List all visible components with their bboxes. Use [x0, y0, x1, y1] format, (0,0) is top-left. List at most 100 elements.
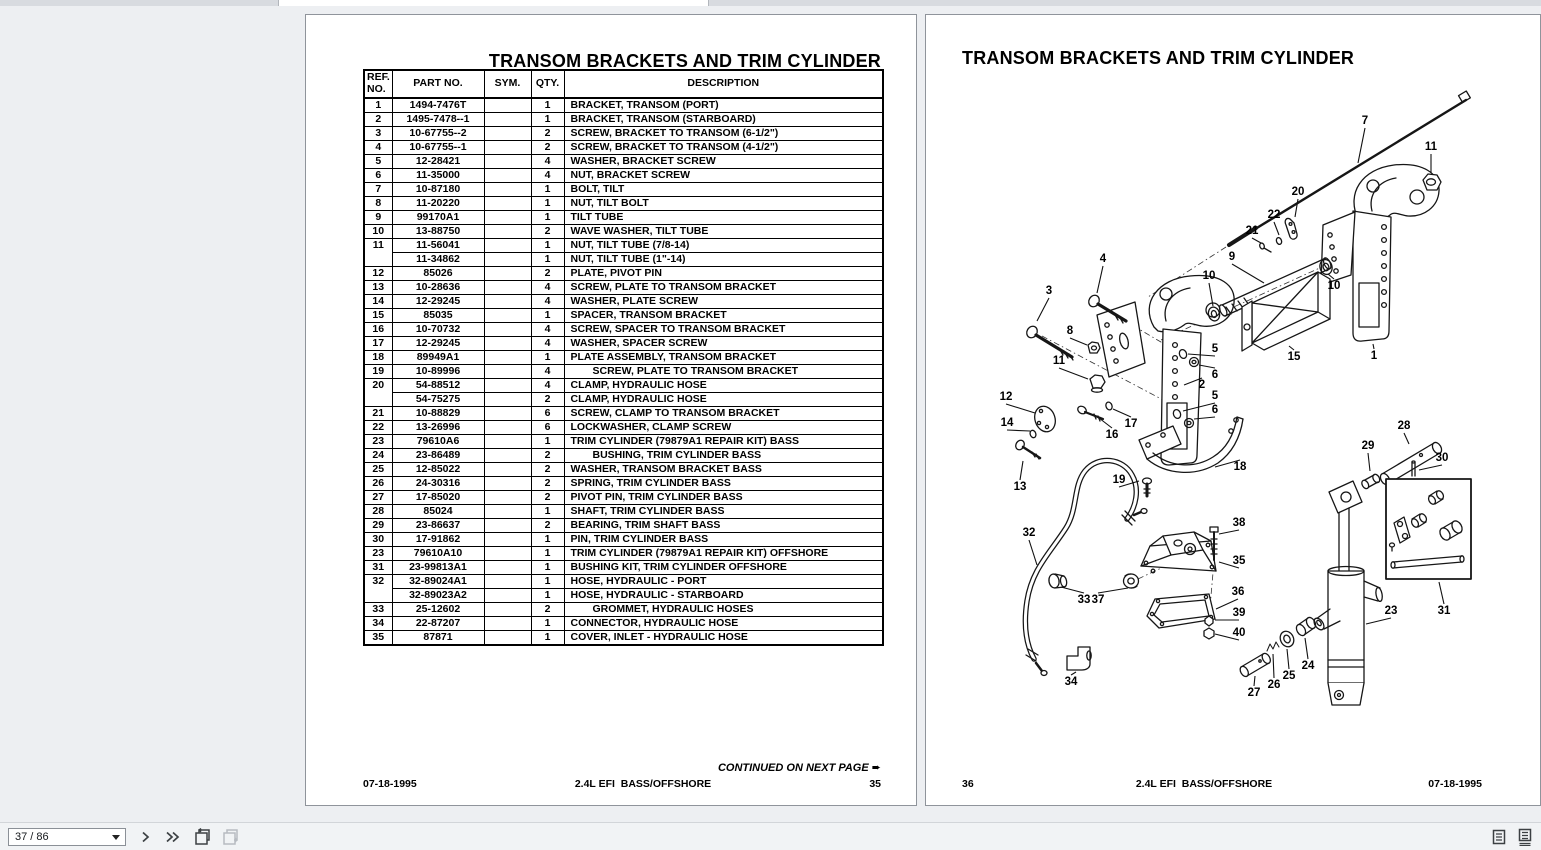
- table-cell: [483, 462, 531, 477]
- continuous-view-button[interactable]: [1514, 827, 1536, 847]
- callout-36: 36: [1232, 586, 1245, 598]
- callout-31: 31: [1438, 605, 1451, 617]
- table-cell: 2: [530, 140, 564, 155]
- table-cell: [364, 393, 392, 407]
- table-cell: 85035: [391, 308, 484, 323]
- table-cell: 12-28421: [391, 154, 484, 169]
- table-cell: 30: [364, 532, 392, 547]
- table-cell: [483, 630, 531, 645]
- table-cell: 11-35000: [391, 168, 484, 183]
- copy-page-forward-icon: [222, 829, 238, 845]
- table-cell: [483, 238, 531, 253]
- table-cell: 19: [364, 364, 392, 379]
- browser-tab-strip[interactable]: [0, 0, 1541, 6]
- table-cell: 22: [364, 420, 392, 435]
- trim-cylinder-art: [1313, 480, 1383, 706]
- table-cell: 2: [530, 462, 564, 477]
- callout-30: 30: [1436, 452, 1449, 464]
- callout-leader: [1218, 529, 1240, 535]
- table-cell: HOSE, HYDRAULIC - PORT: [563, 574, 883, 589]
- callout-32: 32: [1023, 527, 1036, 539]
- forward-view-button[interactable]: [218, 827, 240, 847]
- continued-arrow-icon: ➨: [871, 762, 881, 774]
- table-cell: 1: [530, 560, 564, 575]
- table-cell: COVER, INLET - HYDRAULIC HOSE: [563, 630, 883, 645]
- table-cell: 12-29245: [391, 336, 484, 351]
- table-cell: 29: [364, 518, 392, 533]
- table-cell: LOCKWASHER, CLAMP SCREW: [563, 420, 883, 435]
- tab-divider: [708, 0, 709, 6]
- callout-29: 29: [1362, 440, 1375, 452]
- table-cell: [483, 420, 531, 435]
- cylinder-mount-parts-art: [1239, 616, 1317, 678]
- back-view-button[interactable]: [190, 827, 212, 847]
- footer-model: 2.4L EFI BASS/OFFSHORE: [574, 778, 712, 790]
- table-cell: 1: [530, 504, 564, 519]
- copy-page-back-icon: [194, 828, 210, 845]
- document-viewport[interactable]: TRANSOM BRACKETS AND TRIM CYLINDER REF. …: [0, 6, 1541, 822]
- footer-model: 2.4L EFI BASS/OFFSHORE: [1135, 778, 1273, 790]
- page-number-dropdown[interactable]: 37 / 86: [8, 828, 126, 846]
- table-cell: [364, 589, 392, 603]
- page-title: TRANSOM BRACKETS AND TRIM CYLINDER: [962, 48, 1355, 68]
- table-cell: [483, 182, 531, 197]
- callout-leader: [1097, 587, 1129, 594]
- last-page-button[interactable]: [162, 827, 184, 847]
- cover-assembly-art: [1140, 526, 1219, 640]
- table-cell: 54-88512: [391, 378, 484, 393]
- col-header-desc: DESCRIPTION: [563, 70, 883, 99]
- callout-17: 17: [1125, 418, 1138, 430]
- table-cell: 2: [530, 602, 564, 617]
- col-header-part: PART NO.: [391, 70, 484, 99]
- table-cell: BEARING, TRIM SHAFT BASS: [563, 518, 883, 533]
- callout-leader: [1403, 432, 1410, 445]
- table-cell: 23: [364, 434, 392, 449]
- continued-note: CONTINUED ON NEXT PAGE ➨: [363, 761, 881, 774]
- table-cell: 6: [530, 420, 564, 435]
- pivot-plate-art: [1015, 401, 1113, 460]
- table-cell: 89949A1: [391, 350, 484, 365]
- callout-leader: [1118, 480, 1140, 488]
- table-cell: 23-86637: [391, 518, 484, 533]
- table-cell: 1: [530, 350, 564, 365]
- callout-leader: [1098, 417, 1113, 429]
- callout-leader: [1193, 416, 1216, 420]
- callout-3: 3: [1046, 285, 1052, 297]
- next-page-button[interactable]: [134, 827, 156, 847]
- callout-23: 23: [1385, 605, 1398, 617]
- table-cell: BUSHING, TRIM CYLINDER BASS: [563, 448, 883, 463]
- table-cell: [483, 574, 531, 589]
- spacer-art: [1241, 271, 1331, 352]
- active-tab-sliver[interactable]: [279, 0, 708, 6]
- table-cell: 2: [530, 518, 564, 533]
- table-cell: BRACKET, TRANSOM (PORT): [563, 97, 883, 113]
- table-cell: 10-89996: [391, 364, 484, 379]
- table-cell: 11: [364, 238, 392, 253]
- table-cell: 14: [364, 294, 392, 309]
- table-cell: [483, 602, 531, 617]
- table-cell: [483, 252, 531, 267]
- table-cell: TRIM CYLINDER (79879A1 REPAIR KIT) BASS: [563, 434, 883, 449]
- table-cell: PLATE, PIVOT PIN: [563, 266, 883, 281]
- table-cell: 1: [530, 616, 564, 631]
- table-cell: 2: [530, 490, 564, 505]
- table-cell: SPACER, TRANSOM BRACKET: [563, 308, 883, 323]
- callout-21: 21: [1246, 225, 1259, 237]
- callout-12: 12: [1000, 391, 1013, 403]
- callout-leader: [1198, 364, 1216, 369]
- single-page-view-button[interactable]: [1488, 827, 1510, 847]
- table-cell: [483, 434, 531, 449]
- table-cell: 5: [364, 154, 392, 169]
- table-cell: 4: [530, 294, 564, 309]
- table-cell: SHAFT, TRIM CYLINDER BASS: [563, 504, 883, 519]
- callout-leader: [1231, 263, 1265, 284]
